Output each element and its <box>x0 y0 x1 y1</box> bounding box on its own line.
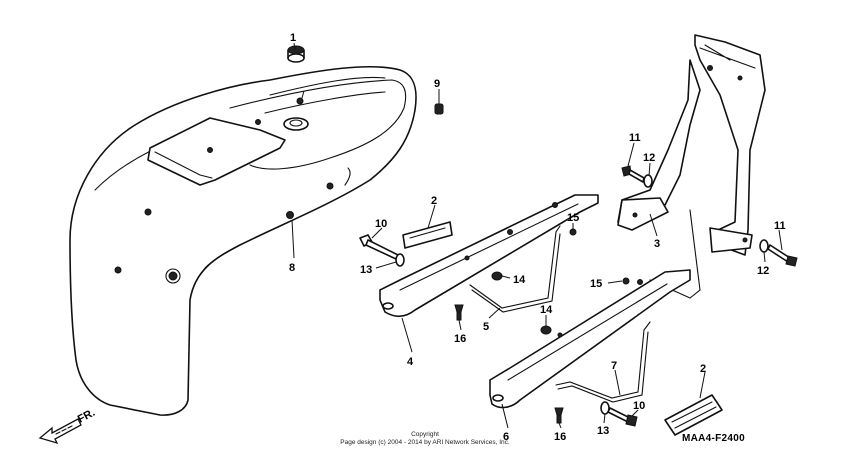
callout-15-upper: 15 <box>567 212 579 224</box>
arrow-icon <box>38 418 82 445</box>
harness-stay-part-5[interactable] <box>469 225 561 313</box>
drawing-code: MAA4-F2400 <box>682 433 745 444</box>
rear-fender[interactable] <box>69 65 417 416</box>
washer-part-12-lower[interactable] <box>759 239 769 253</box>
bolt-part-11-upper[interactable] <box>621 165 645 183</box>
reflector-part-2-lower[interactable] <box>664 394 723 436</box>
bolt-part-11-lower[interactable] <box>767 244 798 267</box>
bolt-part-10-lower[interactable] <box>607 407 638 427</box>
callout-13-upper: 13 <box>360 264 372 276</box>
callout-10-upper: 10 <box>375 218 387 230</box>
callout-12-upper: 12 <box>643 152 655 164</box>
callout-9: 9 <box>434 78 440 90</box>
harness-stay-part-7[interactable] <box>555 321 651 403</box>
nut-part-9[interactable] <box>434 103 444 115</box>
callout-7: 7 <box>611 360 617 372</box>
direction-label: FR. <box>76 407 97 426</box>
callout-13-lower: 13 <box>597 425 609 437</box>
front-direction-arrow: FR. <box>38 407 97 445</box>
reflector-part-2-upper[interactable] <box>402 221 453 249</box>
bolt-part-10-upper[interactable] <box>359 234 399 260</box>
washer-part-12-upper[interactable] <box>643 174 653 188</box>
nut-part-14-upper[interactable] <box>491 271 503 281</box>
fastener-part-15-lower[interactable] <box>622 277 630 285</box>
callout-11-lower: 11 <box>774 220 786 232</box>
nut-part-14-lower[interactable] <box>540 325 552 335</box>
copyright-notice: Copyright Page design (c) 2004 - 2014 by… <box>280 431 570 447</box>
callout-4: 4 <box>407 356 414 368</box>
washer-part-13-upper[interactable] <box>395 253 405 267</box>
callout-2-lower: 2 <box>700 363 706 375</box>
callout-12-lower: 12 <box>757 265 769 277</box>
copyright-text: Page design (c) 2004 - 2014 by ARI Netwo… <box>340 439 510 446</box>
callout-5: 5 <box>483 321 489 333</box>
callout-1: 1 <box>290 32 296 44</box>
callout-8: 8 <box>289 262 295 274</box>
callout-14-lower: 14 <box>540 304 553 316</box>
callout-16-upper: 16 <box>454 333 466 345</box>
callout-14-upper: 14 <box>513 274 526 286</box>
callout-numbers: 1 9 8 2 10 13 4 15 14 5 16 11 12 3 11 12… <box>289 32 786 443</box>
callout-6: 6 <box>503 431 509 443</box>
screw-part-16-upper[interactable] <box>454 304 464 321</box>
callout-16-lower: 16 <box>554 431 566 443</box>
callout-2-upper: 2 <box>431 195 437 207</box>
callout-10-lower: 10 <box>633 400 645 412</box>
screw-part-16-lower[interactable] <box>554 407 564 424</box>
copyright-title: Copyright <box>411 431 439 438</box>
stay-part-4[interactable] <box>379 194 599 318</box>
stay-part-6[interactable] <box>489 269 691 409</box>
callout-15-lower: 15 <box>590 278 602 290</box>
grommet-part-1[interactable] <box>287 45 305 63</box>
callout-3: 3 <box>654 238 660 250</box>
callout-11-upper: 11 <box>629 132 641 144</box>
license-bracket-part-3[interactable] <box>617 34 766 299</box>
leader-lines <box>291 42 783 429</box>
